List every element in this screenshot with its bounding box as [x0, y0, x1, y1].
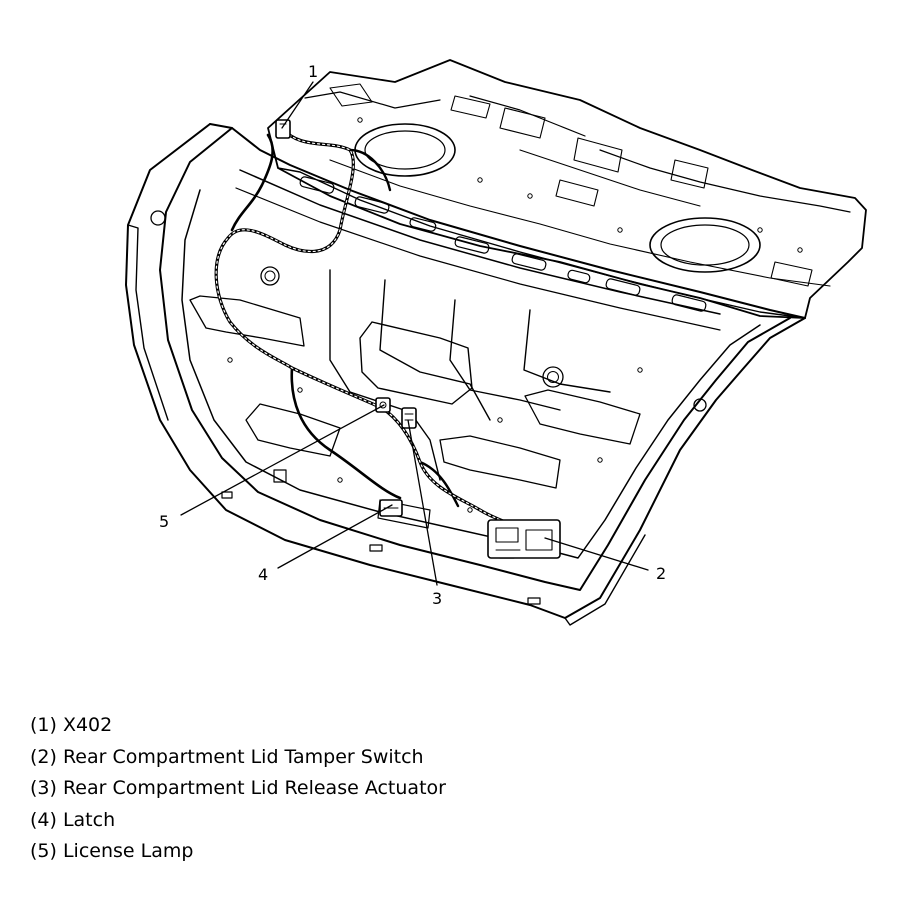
legend-item-x402: (1) X402	[30, 714, 113, 736]
legend-item-license-lamp: (5) License Lamp	[30, 840, 194, 862]
leader-line-3	[407, 419, 438, 586]
leader-line-5	[180, 404, 385, 516]
lid-outer-skin	[125, 123, 806, 626]
rear-shelf-panel	[267, 59, 867, 319]
leader-line-4	[277, 504, 393, 569]
wiring-harness	[214, 126, 550, 542]
latch	[379, 499, 403, 517]
leader-line-2	[544, 537, 649, 571]
callout-label-2: 2	[656, 564, 666, 583]
legend-item-latch: (4) Latch	[30, 808, 116, 831]
lid-inner-panel	[150, 169, 761, 605]
callout-label-5: 5	[159, 512, 169, 531]
callout-label-1: 1	[308, 62, 318, 81]
callout-label-4: 4	[258, 565, 268, 584]
x402-connector	[275, 119, 291, 139]
callout-label-3: 3	[432, 589, 442, 608]
legend-item-release-actuator: (3) Rear Compartment Lid Release Actuato…	[30, 777, 446, 799]
legend-item-tamper-switch: (2) Rear Compartment Lid Tamper Switch	[30, 745, 424, 768]
component-legend: (1) X402 (2) Rear Compartment Lid Tamper…	[30, 710, 446, 868]
tamper-switch	[487, 519, 561, 559]
rear-compartment-lid-illustration: 1 2 3 4 5	[125, 59, 867, 626]
leader-line-1	[281, 81, 314, 129]
